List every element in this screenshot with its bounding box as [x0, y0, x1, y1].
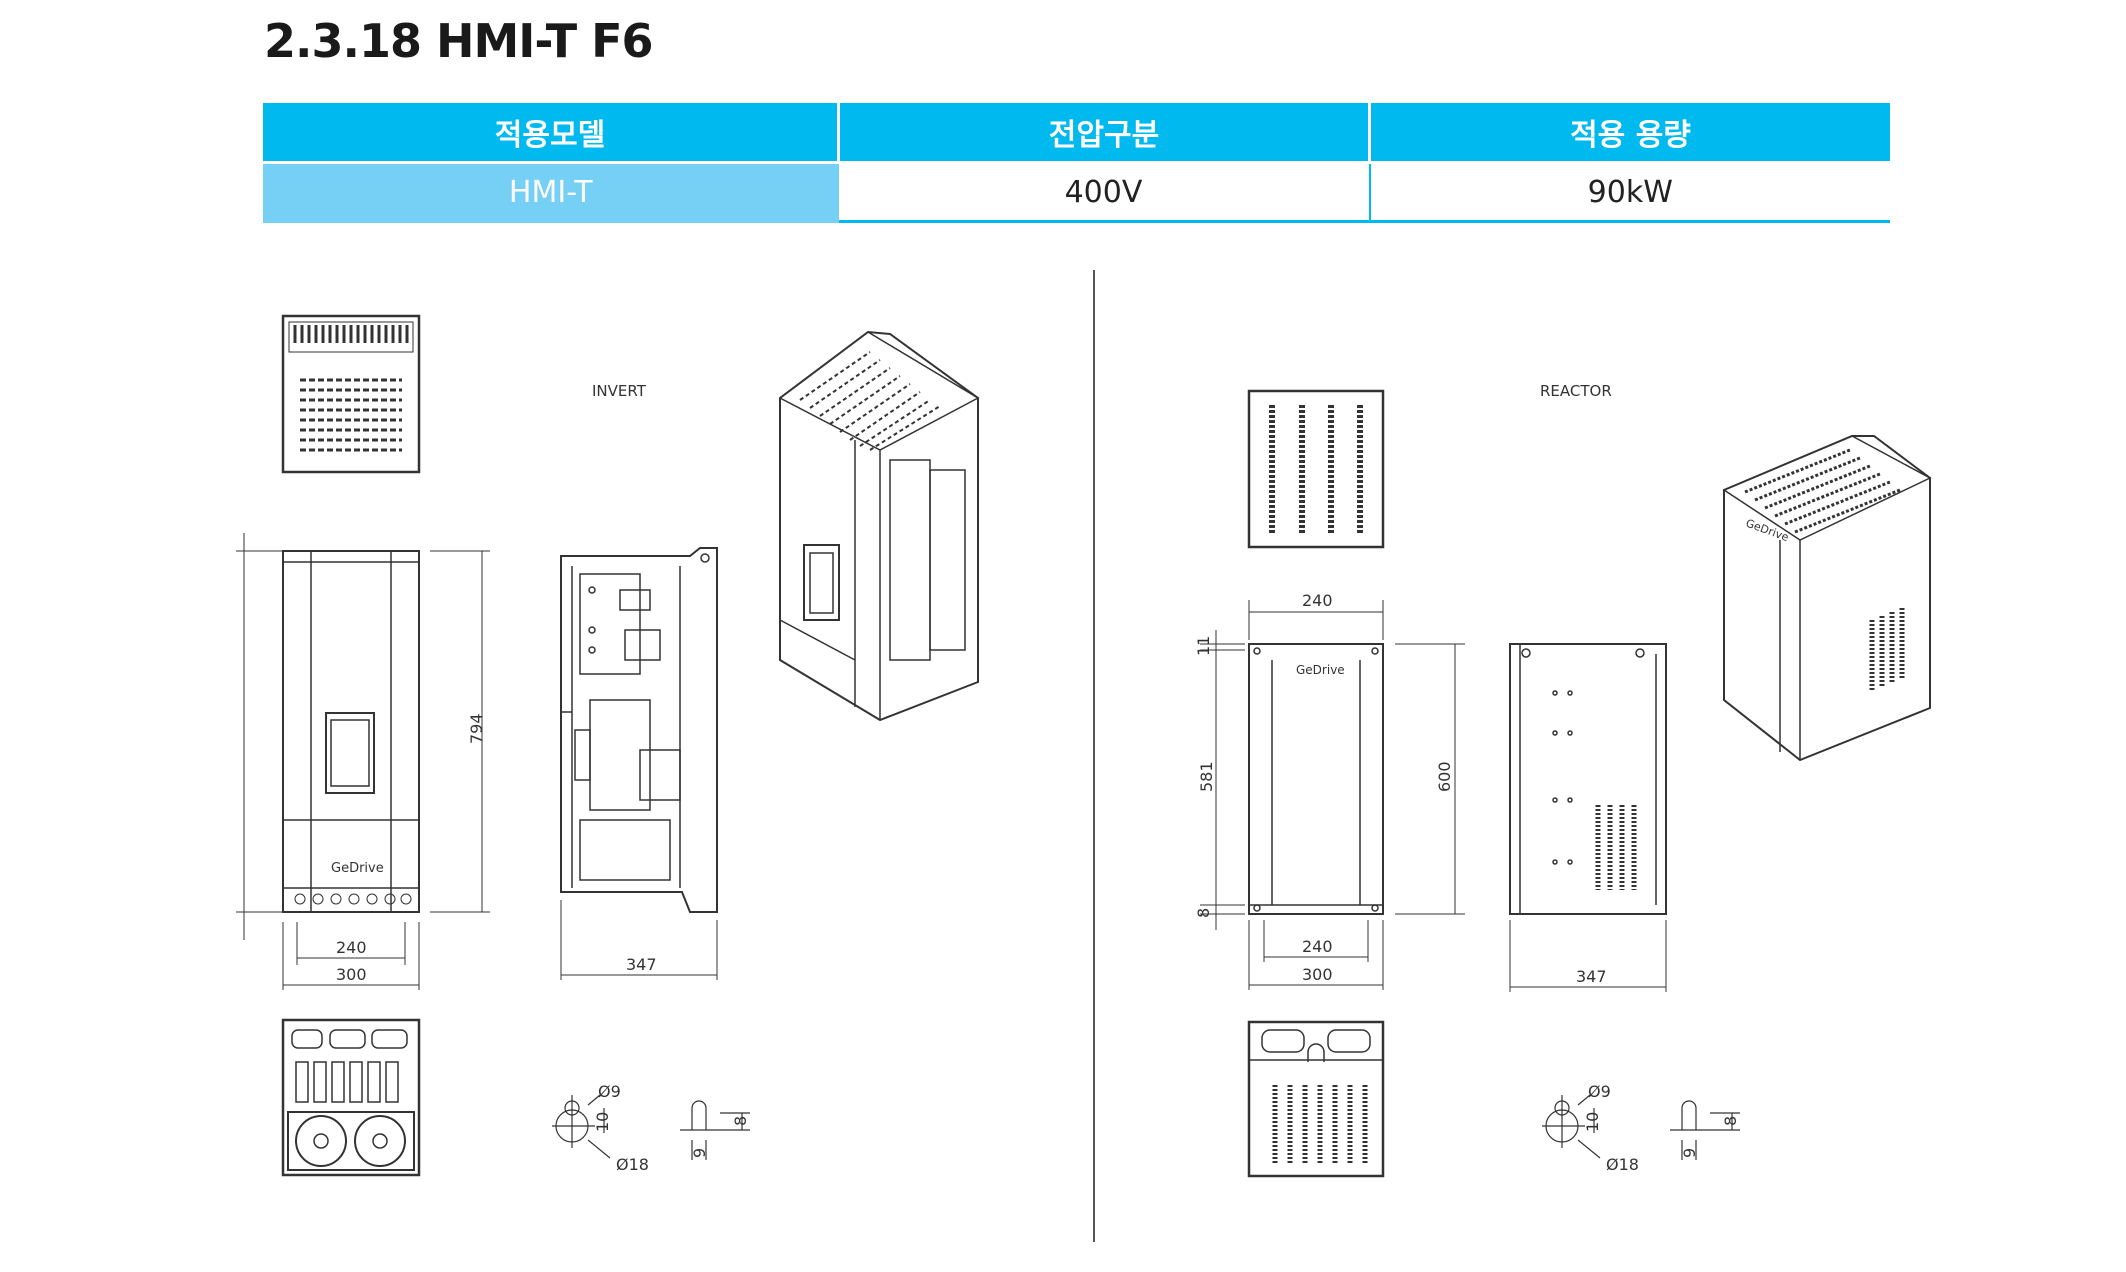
- invert-outer-width-dim: 300: [336, 965, 367, 984]
- invert-front-view: GeDrive: [282, 550, 420, 913]
- header-voltage: 전압구분: [838, 103, 1371, 163]
- invert-slot-height: 8: [731, 1116, 750, 1126]
- invert-hole-gap: 10: [593, 1112, 612, 1132]
- reactor-side-view: [1509, 643, 1667, 915]
- reactor-top-view: [1247, 389, 1385, 549]
- invert-front-dims: [236, 533, 490, 990]
- spec-table: 적용모델 전압구분 적용 용량 HMI-T 400V 90kW: [263, 103, 1890, 223]
- invert-height-dim: 794: [467, 713, 486, 744]
- invert-hole-large: Ø18: [616, 1155, 649, 1174]
- reactor-depth-dim: 347: [1576, 967, 1607, 986]
- invert-side-view: [560, 547, 718, 913]
- reactor-front-dims: [1200, 600, 1465, 990]
- reactor-height-dim: 600: [1435, 761, 1454, 792]
- reactor-top-offset-dim: 11: [1194, 636, 1213, 656]
- cell-voltage: 400V: [838, 161, 1371, 223]
- reactor-iso-brand: GeDrive: [1744, 517, 1791, 545]
- invert-bottom-view: [281, 1018, 421, 1177]
- reactor-bottom-offset-dim: 8: [1194, 908, 1213, 918]
- reactor-hole-small: Ø9: [1588, 1082, 1611, 1101]
- page-title: 2.3.18 HMI-T F6: [264, 14, 654, 68]
- invert-hole-small: Ø9: [598, 1082, 621, 1101]
- invert-front-brand: GeDrive: [331, 861, 384, 876]
- spec-header-row: 적용모델 전압구분 적용 용량: [263, 103, 1890, 163]
- reactor-top-width-dim: 240: [1302, 591, 1333, 610]
- invert-label: INVERT: [592, 382, 647, 400]
- reactor-label: REACTOR: [1540, 382, 1612, 400]
- invert-slot-width: 9: [690, 1148, 709, 1158]
- invert-inner-width-dim: 240: [336, 938, 367, 957]
- cell-model: HMI-T: [263, 161, 839, 223]
- invert-depth-dim: 347: [626, 955, 657, 974]
- reactor-hole-gap: 10: [1583, 1112, 1602, 1132]
- cell-capacity: 90kW: [1369, 161, 1890, 223]
- reactor-front-view: GeDrive: [1248, 643, 1384, 915]
- reactor-slot-width: 9: [1680, 1148, 1699, 1158]
- reactor-slot-height: 8: [1721, 1116, 1740, 1126]
- invert-hole-detail: [552, 1094, 750, 1160]
- reactor-hole-large: Ø18: [1606, 1155, 1639, 1174]
- reactor-mid-height-dim: 581: [1197, 761, 1216, 792]
- reactor-front-brand: GeDrive: [1296, 663, 1345, 677]
- header-capacity: 적용 용량: [1369, 103, 1890, 163]
- invert-iso-view: [778, 330, 980, 722]
- reactor-iso-view: GeDrive: [1722, 435, 1932, 762]
- reactor-hole-detail: [1542, 1094, 1740, 1160]
- spec-data-row: HMI-T 400V 90kW: [263, 161, 1890, 223]
- reactor-outer-width-dim: 300: [1302, 965, 1333, 984]
- reactor-bottom-view: [1247, 1020, 1385, 1178]
- invert-top-view: [281, 314, 421, 474]
- header-model: 적용모델: [263, 103, 840, 163]
- reactor-inner-width-dim: 240: [1302, 937, 1333, 956]
